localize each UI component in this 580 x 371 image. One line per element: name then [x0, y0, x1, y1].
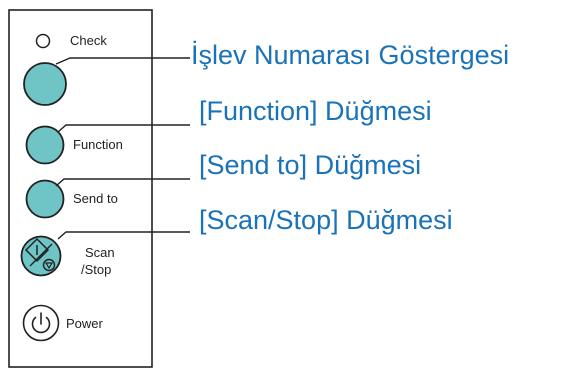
stop-label: /Stop: [81, 262, 112, 277]
start-stop-icon: [24, 237, 56, 272]
power-button[interactable]: [22, 304, 60, 342]
check-led-icon: [35, 33, 51, 49]
send-to-label: Send to: [73, 191, 118, 206]
leader-line-send-to: [55, 178, 190, 187]
callout-function-button: [Function] Düğmesi: [199, 96, 432, 126]
leader-line-display: [55, 57, 190, 65]
function-label: Function: [73, 137, 123, 152]
check-label: Check: [70, 33, 107, 48]
leader-line-scan-stop: [57, 231, 190, 240]
send-to-button[interactable]: [25, 179, 65, 219]
leader-line-function: [57, 124, 190, 133]
callout-function-number-indicator: İşlev Numarası Göstergesi: [191, 40, 510, 70]
power-icon: [31, 312, 51, 334]
callout-scan-stop-button: [Scan/Stop] Düğmesi: [199, 205, 453, 235]
function-number-display: [23, 62, 67, 106]
function-button[interactable]: [25, 125, 65, 165]
scan-stop-button[interactable]: [20, 235, 62, 277]
power-label: Power: [66, 316, 103, 331]
scan-label: Scan: [85, 245, 115, 260]
callout-send-to-button: [Send to] Düğmesi: [199, 150, 422, 180]
